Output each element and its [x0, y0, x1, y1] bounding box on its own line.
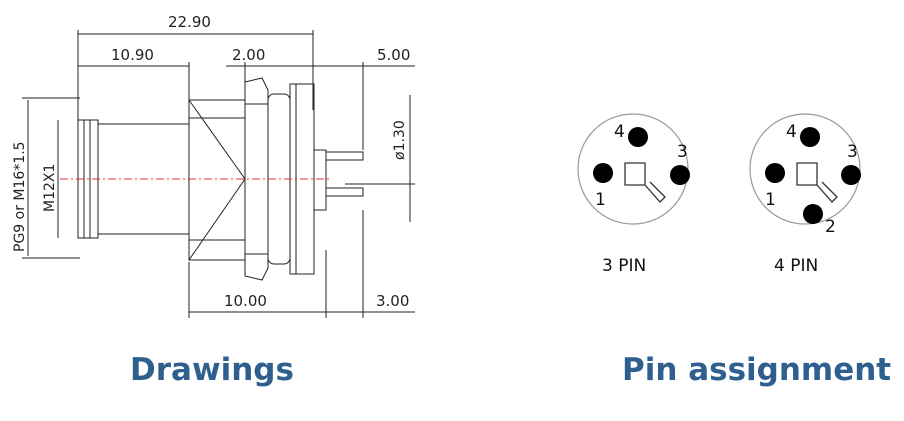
pin-lower [325, 187, 364, 197]
dim-pin-length: 5.00 [377, 46, 410, 64]
connector-face [749, 113, 861, 225]
key-square [796, 162, 818, 186]
pin-number: 3 [677, 142, 688, 162]
dim-thread-inner: M12X1 [42, 164, 58, 212]
hex-diagonal [188, 178, 246, 261]
pin-label: 3 PIN [602, 256, 646, 276]
pin-number: 2 [825, 217, 836, 237]
hex-diagonal [188, 99, 246, 180]
pin-number: 4 [614, 122, 625, 142]
pin-diagram-4pin: 4 3 1 2 4 PIN [749, 113, 861, 276]
pin-dot [841, 165, 861, 185]
pin-dot [803, 204, 823, 224]
pin-dot [670, 165, 690, 185]
pin-number: 4 [786, 122, 797, 142]
key-notch [644, 181, 666, 203]
pin-dot [765, 163, 785, 183]
pin-number: 3 [847, 142, 858, 162]
connector-drawing [22, 30, 415, 318]
hex-body [188, 99, 246, 261]
nut [244, 77, 269, 281]
dim-body-length: 10.90 [111, 46, 154, 64]
caption-drawings: Drawings [130, 352, 294, 388]
dim-thread-length: 10.00 [224, 292, 267, 310]
pin-number: 1 [595, 190, 606, 210]
dim-pin-tail: 3.00 [376, 292, 409, 310]
dim-pin-diameter: ø1.30 [392, 120, 408, 160]
pin-upper [325, 151, 364, 161]
dim-thread-outer: PG9 or M16*1.5 [12, 141, 28, 252]
pin-dot [593, 163, 613, 183]
dim-overall-length: 22.90 [168, 13, 211, 31]
pin-diagram-3pin: 4 1 3 3 PIN [577, 113, 690, 276]
key-square [624, 162, 646, 186]
caption-pin-assignment: Pin assignment [622, 352, 892, 388]
pin-dot [628, 127, 648, 147]
pin-dot [800, 127, 820, 147]
pin-block [313, 149, 327, 211]
pin-number: 1 [765, 190, 776, 210]
dim-nut-width: 2.00 [232, 46, 265, 64]
pin-label: 4 PIN [774, 256, 818, 276]
key-notch [816, 181, 838, 203]
